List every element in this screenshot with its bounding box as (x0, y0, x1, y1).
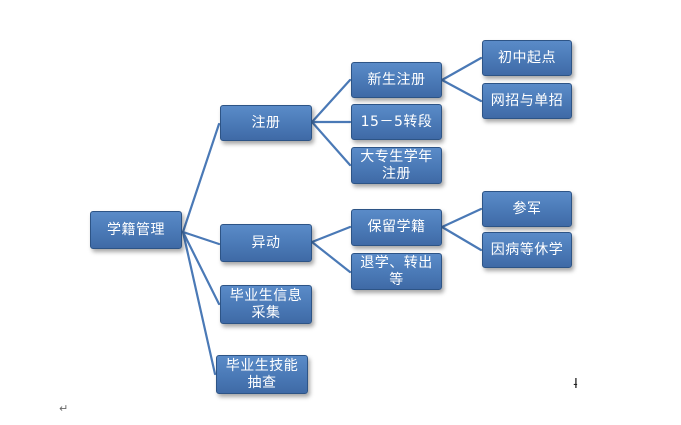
node-root-label: 学籍管理 (107, 221, 165, 238)
node-transfer: 15－5转段 (351, 104, 442, 140)
connector-change-withdraw (310, 240, 352, 274)
connector-retain-army (440, 207, 483, 229)
node-grad-skill-label: 毕业生技能抽查 (225, 357, 299, 391)
connector-change-retain (310, 225, 352, 244)
node-retain: 保留学籍 (351, 209, 442, 246)
node-college-year-label: 大专生学年注册 (360, 148, 433, 182)
node-root: 学籍管理 (90, 211, 182, 249)
connector-register-new-student (310, 78, 352, 124)
node-transfer-label: 15－5转段 (360, 113, 433, 130)
node-online-single-label: 网招与单招 (490, 92, 564, 109)
node-grad-info: 毕业生信息采集 (220, 285, 312, 324)
node-college-year: 大专生学年注册 (351, 147, 442, 184)
node-register: 注册 (220, 105, 312, 141)
node-retain-label: 保留学籍 (367, 219, 426, 236)
node-new-student: 新生注册 (351, 62, 442, 98)
connector-new-student-junior-high (440, 56, 483, 82)
node-online-single: 网招与单招 (482, 83, 572, 119)
node-withdraw-label: 退学、转出等 (360, 254, 433, 288)
node-new-student-label: 新生注册 (367, 71, 426, 88)
text-cursor-mark: I̵ (574, 377, 578, 392)
connector-root-grad-skill (181, 230, 217, 376)
paragraph-mark: ↵ (59, 402, 69, 415)
node-grad-skill: 毕业生技能抽查 (216, 355, 308, 394)
node-junior-high-label: 初中起点 (498, 49, 556, 66)
node-illness-label: 因病等休学 (490, 241, 564, 258)
node-army: 参军 (482, 191, 572, 227)
node-withdraw: 退学、转出等 (351, 253, 442, 290)
node-register-label: 注册 (251, 114, 281, 131)
node-illness: 因病等休学 (482, 232, 572, 268)
node-grad-info-label: 毕业生信息采集 (229, 287, 303, 321)
connector-root-change (181, 230, 221, 246)
node-junior-high: 初中起点 (482, 40, 572, 76)
connector-root-register (181, 122, 221, 234)
connector-root-grad-info (181, 230, 221, 306)
connector-new-student-online-single (440, 78, 483, 103)
connector-retain-illness (440, 225, 483, 252)
node-army-label: 参军 (512, 200, 542, 217)
connector-register-college-year (310, 120, 352, 167)
node-change: 异动 (220, 224, 312, 262)
node-change-label: 异动 (251, 234, 281, 251)
